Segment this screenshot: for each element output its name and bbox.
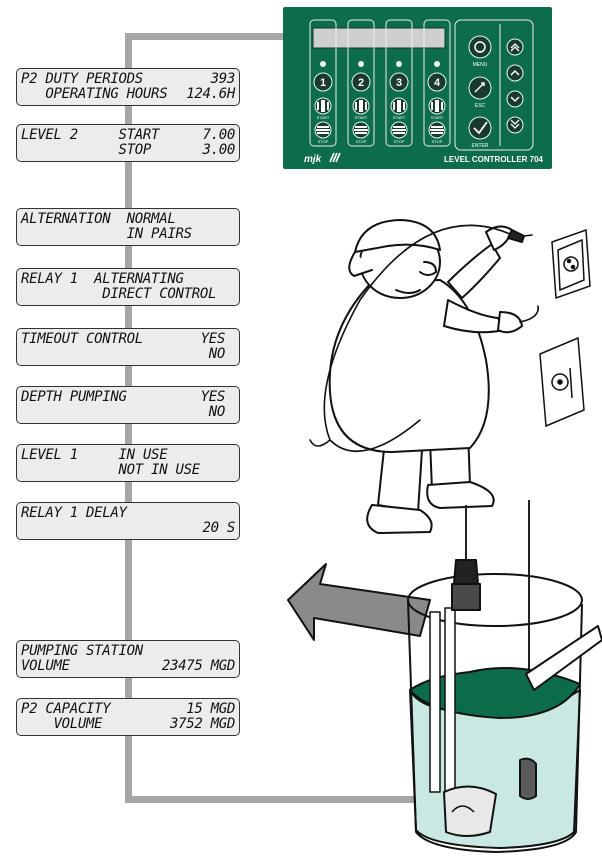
pump-status-led [396, 61, 402, 67]
up-button[interactable] [506, 64, 524, 82]
display-p2-capacity: P2 CAPACITY 15 MGD VOLUME 3752 MGD [16, 698, 240, 736]
display-depth-pumping: DEPTH PUMPING YES NO [16, 386, 240, 424]
start-level-button[interactable] [314, 97, 332, 115]
pump-status-led [434, 61, 440, 67]
wall-socket-lower [539, 336, 585, 428]
brand-logo: mjk [304, 154, 322, 165]
start-label: START [431, 115, 444, 120]
pump-select-button[interactable]: 3 [389, 72, 409, 92]
start-label: START [393, 115, 406, 120]
display-line2-value: NO [208, 346, 226, 362]
display-line2-value: 23475 MGD [161, 658, 235, 674]
pump-select-button[interactable]: 1 [313, 72, 333, 92]
display-line2-value: 124.6H [186, 86, 235, 102]
page-up-button[interactable] [506, 38, 524, 56]
down-button[interactable] [506, 90, 524, 108]
stop-level-button[interactable] [390, 121, 408, 139]
display-pumping-station-volume: PUMPING STATION VOLUME 23475 MGD [16, 640, 240, 678]
display-line1-value: YES [200, 389, 226, 405]
pump-select-button[interactable]: 2 [351, 72, 371, 92]
display-line1-label: ALTERNATION NORMAL [21, 211, 176, 227]
display-timeout-control: TIMEOUT CONTROL YES NO [16, 328, 240, 366]
controller-display [312, 27, 446, 49]
page-down-button[interactable] [506, 116, 524, 134]
wall-socket-upper [551, 228, 591, 300]
display-line1-label: LEVEL 1 IN USE [21, 447, 168, 463]
pump-number-label: 4 [434, 77, 441, 89]
display-line2-value: NO [208, 404, 226, 420]
pump-number-label: 3 [396, 77, 402, 89]
start-level-button[interactable] [390, 97, 408, 115]
display-line2-label: DIRECT CONTROL [21, 286, 217, 302]
pump-status-led [320, 61, 326, 67]
display-line1-label: RELAY 1 ALTERNATING [21, 271, 184, 287]
pump-select-button[interactable]: 4 [427, 72, 447, 92]
pump-number-label: 2 [358, 77, 364, 89]
pump-status-led [358, 61, 364, 67]
pumping-station [287, 559, 602, 853]
stop-level-button[interactable] [352, 121, 370, 139]
stop-label: STOP [394, 139, 405, 144]
menu-button[interactable]: MENU [468, 35, 492, 68]
display-line1-value: 7.00 [202, 127, 235, 143]
display-line1-label: P2 CAPACITY [21, 701, 111, 717]
display-line1-label: TIMEOUT CONTROL [21, 331, 143, 347]
display-line1-label: LEVEL 2 START [21, 127, 160, 143]
display-line2-label: NOT IN USE [21, 462, 201, 478]
pump-number-label: 1 [320, 77, 326, 89]
controller-model-label: LEVEL CONTROLLER 704 [444, 155, 544, 164]
display-line2-value: 20 S [202, 520, 235, 536]
connector-pipe-top [125, 33, 285, 40]
stop-label: STOP [432, 139, 443, 144]
stop-label: STOP [318, 139, 329, 144]
start-label: START [355, 115, 368, 120]
display-line2-label: VOLUME [21, 716, 103, 732]
display-line1-label: RELAY 1 DELAY [21, 505, 127, 521]
worker-illustration [309, 219, 539, 534]
display-line2-label: IN PAIRS [21, 226, 192, 242]
display-level-1: LEVEL 1 IN USE NOT IN USE [16, 444, 240, 482]
display-line1-value: YES [200, 331, 226, 347]
esc-label: ESC [475, 103, 486, 109]
enter-button[interactable]: ENTER [468, 116, 492, 149]
start-label: START [317, 115, 330, 120]
menu-label: MENU [473, 62, 488, 68]
esc-button[interactable]: ESC [468, 76, 492, 109]
display-relay1-alternating: RELAY 1 ALTERNATING DIRECT CONTROL [16, 268, 240, 306]
display-line1-value: 393 [210, 71, 236, 87]
display-relay1-delay: RELAY 1 DELAY 20 S [16, 502, 240, 540]
enter-label: ENTER [472, 143, 489, 149]
display-line2-label: STOP [21, 142, 152, 158]
display-line2-label: VOLUME [21, 658, 70, 674]
display-line1-label: PUMPING STATION [21, 643, 143, 659]
stop-label: STOP [356, 139, 367, 144]
stop-level-button[interactable] [314, 121, 332, 139]
start-level-button[interactable] [352, 97, 370, 115]
display-line2-label: OPERATING HOURS [21, 86, 168, 102]
display-line2-value: 3752 MGD [169, 716, 235, 732]
display-level-2: LEVEL 2 START 7.00 STOP 3.00 [16, 124, 240, 162]
start-level-button[interactable] [428, 97, 446, 115]
display-p2-duty-periods: P2 DUTY PERIODS 393 OPERATING HOURS 124.… [16, 68, 240, 106]
display-line1-label: DEPTH PUMPING [21, 389, 127, 405]
display-line1-label: P2 DUTY PERIODS [21, 71, 143, 87]
display-line2-value: 3.00 [202, 142, 235, 158]
display-line1-value: 15 MGD [186, 701, 235, 717]
stop-level-button[interactable] [428, 121, 446, 139]
connector-pipe-bottom [125, 796, 415, 803]
display-alternation: ALTERNATION NORMAL IN PAIRS [16, 208, 240, 246]
